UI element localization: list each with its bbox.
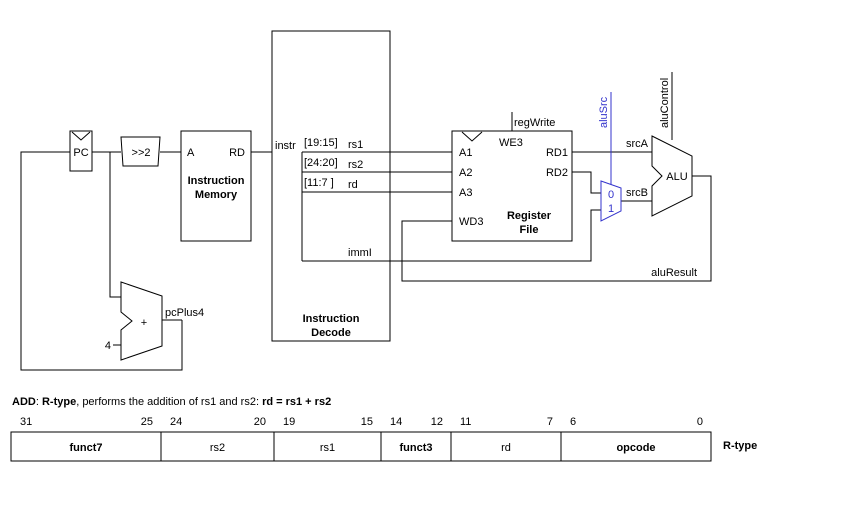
- caption-type: R-type: [41, 396, 77, 408]
- decode-field-11-7: [11:7 ]: [304, 177, 334, 189]
- shift-unit: >>2: [120, 136, 161, 167]
- wire-pcplus4-feedback: [20, 151, 183, 371]
- imem-port-a: A: [187, 147, 195, 159]
- wire-rd2: [572, 171, 601, 194]
- wires: [20, 72, 712, 371]
- imem-box: [180, 130, 252, 242]
- adder-shape: [120, 281, 163, 361]
- format-box: [10, 431, 712, 462]
- decode-title-line1: Instruction: [303, 313, 360, 325]
- decode-field-19-15: [19:15]: [304, 137, 338, 149]
- format-bit-low: 15: [361, 416, 373, 428]
- alusrc-mux-in0: 0: [608, 189, 614, 201]
- imem-title-line2: Memory: [195, 189, 238, 201]
- format-field-rs2: rs2: [210, 442, 225, 454]
- regfile-clock-icon: [461, 131, 483, 142]
- instruction-memory: A RD Instruction Memory: [180, 130, 252, 242]
- wire-pc-to-adder: [109, 152, 121, 298]
- shift-box: [120, 136, 161, 167]
- regfile-rd2-label: RD2: [546, 167, 568, 179]
- alu-result-label: aluResult: [651, 267, 697, 279]
- format-field-rs1: rs1: [320, 442, 335, 454]
- instruction-caption: ADD: R-type, performs the addition of rs…: [12, 396, 331, 408]
- decode-imm-label: immI: [348, 247, 372, 259]
- format-fields: funct7 31 25 rs2 24 20 rs1 19 15 funct3 14 12 rd 11 7 o…: [20, 416, 703, 461]
- decode-box: [271, 30, 391, 342]
- format-bit-high: 31: [20, 416, 32, 428]
- register-file: regWrite WE3 A1 A2 A3 WD3 RD1 RD2 Regist…: [451, 117, 573, 242]
- decode-rs2-label: rs2: [348, 159, 363, 171]
- decode-rs1-label: rs1: [348, 139, 363, 151]
- pc-clock-icon: [71, 131, 91, 141]
- adder-out-label: pcPlus4: [165, 307, 204, 319]
- caption-desc: , performs the addition of rs1 and rs2:: [76, 396, 263, 408]
- regfile-title-line1: Register: [507, 210, 552, 222]
- alu-control-label: aluControl: [659, 78, 671, 128]
- format-field-rd: rd: [501, 442, 511, 454]
- alu: ALU srcA srcB aluControl aluResult: [626, 78, 697, 279]
- format-bit-low: 20: [254, 416, 266, 428]
- format-bit-low: 12: [431, 416, 443, 428]
- decode-instr-label: instr: [275, 140, 296, 152]
- format-bit-high: 6: [570, 416, 576, 428]
- instruction-format: funct7 31 25 rs2 24 20 rs1 19 15 funct3 14 12 rd 11 7 o…: [10, 416, 757, 462]
- regfile-title-line2: File: [520, 224, 539, 236]
- format-bit-high: 11: [460, 416, 471, 428]
- format-bit-low: 25: [141, 416, 153, 428]
- adder-plus: +: [141, 317, 147, 329]
- format-bit-high: 14: [390, 416, 402, 428]
- pc-box: [69, 130, 93, 172]
- alu-shape: [651, 135, 693, 217]
- regfile-box: [451, 130, 573, 242]
- regfile-a3-label: A3: [459, 187, 472, 199]
- format-type-label: R-type: [723, 440, 757, 452]
- alu-label: ALU: [666, 171, 687, 183]
- regfile-a1-label: A1: [459, 147, 472, 159]
- format-field-opcode: opcode: [616, 442, 655, 454]
- pc-register: PC: [69, 130, 93, 172]
- alu-srcb-label: srcB: [626, 187, 648, 199]
- alusrc-label: aluSrc: [598, 96, 610, 128]
- regfile-wd3-label: WD3: [459, 216, 483, 228]
- caption-formula: rd = rs1 + rs2: [262, 396, 332, 408]
- format-bit-high: 19: [283, 416, 295, 428]
- format-field-funct7: funct7: [70, 442, 103, 454]
- instruction-decode: instr [19:15] rs1 [24:20] rs2 [11:7 ] rd…: [271, 30, 391, 342]
- decode-title-line2: Decode: [311, 327, 351, 339]
- format-bit-high: 24: [170, 416, 182, 428]
- adder-const4: 4: [105, 340, 111, 352]
- regfile-rd1-label: RD1: [546, 147, 568, 159]
- regfile-regwrite-label: regWrite: [514, 117, 555, 129]
- format-field-funct3: funct3: [400, 442, 433, 454]
- imem-port-rd: RD: [229, 147, 245, 159]
- alu-srca-label: srcA: [626, 138, 649, 150]
- shift-label: >>2: [132, 147, 151, 159]
- alusrc-mux: 0 1 aluSrc: [598, 96, 622, 222]
- format-bit-low: 7: [547, 416, 553, 428]
- decode-field-24-20: [24:20]: [304, 157, 338, 169]
- regfile-we3-label: WE3: [499, 137, 523, 149]
- wire-aluresult: [401, 175, 712, 282]
- pc-adder: + 4 pcPlus4: [105, 281, 204, 361]
- decode-rd-label: rd: [348, 179, 358, 191]
- caption-name: ADD: [12, 396, 36, 408]
- regfile-a2-label: A2: [459, 167, 472, 179]
- format-bit-low: 0: [697, 416, 703, 428]
- alusrc-mux-in1: 1: [608, 203, 614, 215]
- imem-title-line1: Instruction: [188, 175, 245, 187]
- caption-sep: :: [35, 396, 42, 408]
- alusrc-mux-shape: [600, 180, 622, 222]
- wire-immi: [302, 209, 601, 262]
- pc-label: PC: [73, 147, 88, 159]
